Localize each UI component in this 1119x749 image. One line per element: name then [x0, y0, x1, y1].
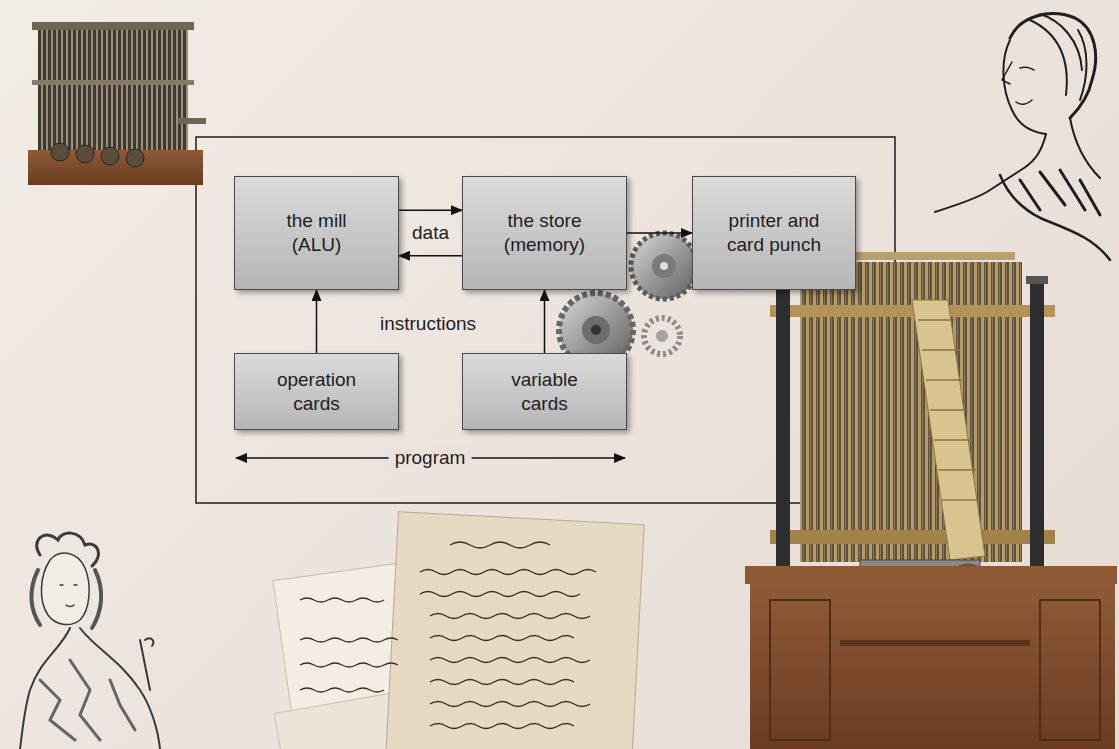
alu-box: the mill (ALU): [234, 176, 399, 290]
annotation-label: instructions: [380, 313, 476, 336]
portrait-sketch-part: [935, 134, 1046, 212]
difference-engine-picture-part: [38, 28, 188, 153]
arrow-connector: [399, 255, 462, 257]
manuscript-papers-part-part: [300, 598, 384, 602]
portrait-sketch-lady-part: [60, 585, 77, 607]
portrait-sketch-lady-part: [37, 533, 99, 566]
manuscript-papers-part-part: [430, 658, 590, 663]
portrait-sketch-part: [1020, 67, 1034, 70]
program-label: program: [389, 447, 472, 470]
manuscript-papers-part-part: [430, 680, 574, 685]
analytical-engine-picture-part: [770, 530, 1055, 544]
analytical-engine-picture-part: [912, 300, 985, 560]
card-box: variable cards: [462, 353, 627, 430]
analytical-engine-picture-part: [745, 566, 1117, 584]
diagram-frame: [196, 137, 895, 503]
gear-parts-part: [660, 262, 668, 270]
output-box: printer and card punch: [692, 176, 856, 290]
manuscript-papers-part-part: [430, 636, 574, 641]
box-text: variable cards: [490, 368, 600, 416]
portrait-sketch-part: [1016, 100, 1032, 104]
arrow-connector: [544, 290, 546, 353]
portrait-sketch-part: [1010, 14, 1096, 118]
box-text: the store (memory): [490, 209, 600, 257]
portrait-sketch-lady-part: [40, 660, 135, 740]
manuscript-papers-part-part: [300, 688, 384, 692]
gear-parts-part: [652, 254, 676, 278]
portrait-sketch-part: [1002, 62, 1012, 84]
portrait-sketch-lady-part: [41, 553, 89, 625]
difference-engine-picture-part: [101, 147, 119, 165]
difference-engine-picture: [28, 22, 206, 185]
difference-engine-picture-part: [126, 149, 144, 167]
gear-parts-part: [656, 330, 668, 342]
manuscript-papers-part-part: [420, 592, 580, 597]
box-text: the mill (ALU): [262, 209, 372, 257]
manuscript-papers-part: [300, 542, 596, 729]
portrait-sketch-part: [1003, 40, 1046, 134]
analytical-engine-picture-part: [1030, 282, 1044, 570]
difference-engine-picture-part: [76, 145, 94, 163]
portrait-sketch-part: [1020, 170, 1100, 215]
difference-engine-picture-part: [32, 22, 194, 30]
memory-box: the store (memory): [462, 176, 627, 290]
gear-parts-part: [644, 318, 680, 354]
arrow-connector: [316, 290, 318, 353]
portrait-sketch-lady-part: [31, 570, 101, 628]
portrait-sketch-part: [1030, 14, 1087, 100]
arrow-connector: [399, 209, 462, 211]
manuscript-papers-part-part: [420, 570, 596, 575]
edge-label: data: [412, 222, 449, 245]
manuscript-papers-part-part: [430, 702, 590, 707]
manuscript-papers-part-part: [300, 638, 398, 642]
manuscript-papers-part-part: [450, 542, 550, 548]
analytical-engine-picture-part: [770, 600, 830, 740]
gear-parts-part: [631, 233, 697, 299]
difference-engine-picture-part: [178, 118, 206, 124]
analytical-engine-picture-part: [776, 282, 790, 570]
analytical-engine-picture: [745, 252, 1117, 749]
analytical-engine-picture-part: [1040, 600, 1100, 740]
gear-parts-part: [582, 316, 610, 344]
box-text: printer and card punch: [719, 209, 829, 257]
portrait-sketch-lady: [20, 533, 160, 749]
manuscript-papers: [273, 512, 644, 749]
analytical-engine-picture-part: [1026, 276, 1048, 284]
arrow-connector: [627, 232, 692, 234]
analytical-engine-picture-part: [750, 584, 1115, 749]
portrait-sketch-lady-part: [140, 638, 153, 690]
manuscript-papers-part-part: [430, 614, 590, 619]
portrait-sketch-part: [1070, 118, 1100, 178]
manuscript-papers-part-part: [300, 663, 398, 667]
box-text: operation cards: [262, 368, 372, 416]
gear-parts-part: [591, 325, 601, 335]
analytical-engine-picture-part: [840, 640, 1030, 646]
manuscript-papers-part-part: [430, 724, 574, 729]
portrait-sketch-part: [1000, 175, 1110, 260]
manuscript-papers-part: [386, 512, 644, 749]
difference-engine-picture-part: [32, 80, 194, 85]
card-box: operation cards: [234, 353, 399, 430]
portrait-sketch: [935, 14, 1110, 260]
difference-engine-picture-part: [51, 143, 69, 161]
analytical-engine-picture-part: [918, 320, 980, 500]
